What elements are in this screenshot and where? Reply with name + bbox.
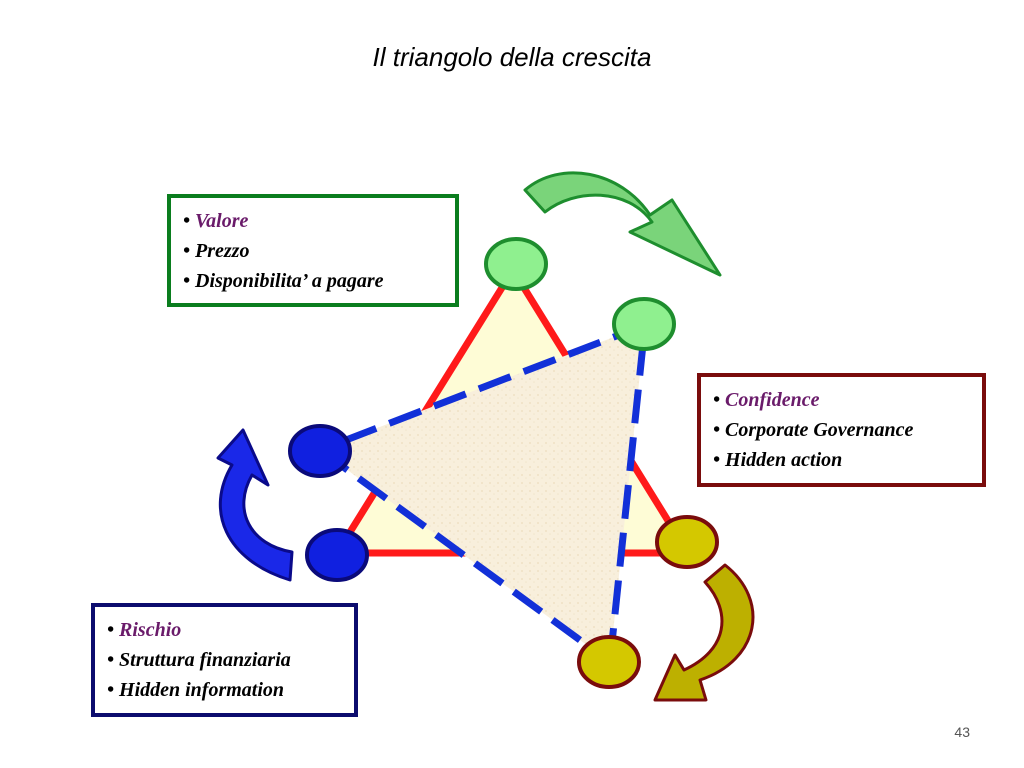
valore-item-2: • Prezzo [183, 240, 250, 262]
blue-node-lower [305, 528, 369, 582]
slide-title: Il triangolo della crescita [372, 42, 652, 72]
blue-dashed-triangle [317, 321, 649, 665]
olive-curved-arrow [653, 563, 755, 702]
green-node-right [612, 297, 676, 351]
green-node-top [484, 237, 548, 291]
valore-item-3: • Disponibilita’ a pagare [183, 270, 384, 292]
olive-node-bottom [577, 635, 641, 689]
green-curved-arrow [523, 171, 722, 277]
rischio-item-1: • Rischio [107, 619, 182, 641]
valore-box: • Valore • Prezzo • Disponibilita’ a pag… [167, 194, 459, 307]
confidence-item-1: • Confidence [713, 389, 820, 411]
confidence-item-2: • Corporate Governance [713, 419, 914, 441]
valore-item-1: • Valore [183, 210, 249, 232]
parchment-triangle-fill [320, 325, 645, 662]
rischio-item-2: • Struttura finanziaria [107, 649, 291, 671]
confidence-item-3: • Hidden action [713, 449, 843, 471]
blue-node-upper [288, 424, 352, 478]
confidence-box: • Confidence • Corporate Governance • Hi… [697, 373, 986, 487]
page-number: 43 [954, 724, 970, 740]
rischio-item-3: • Hidden information [107, 679, 285, 701]
blue-curved-arrow [216, 428, 294, 582]
olive-node-right [655, 515, 719, 569]
rischio-box: • Rischio • Struttura finanziaria • Hidd… [91, 603, 358, 717]
